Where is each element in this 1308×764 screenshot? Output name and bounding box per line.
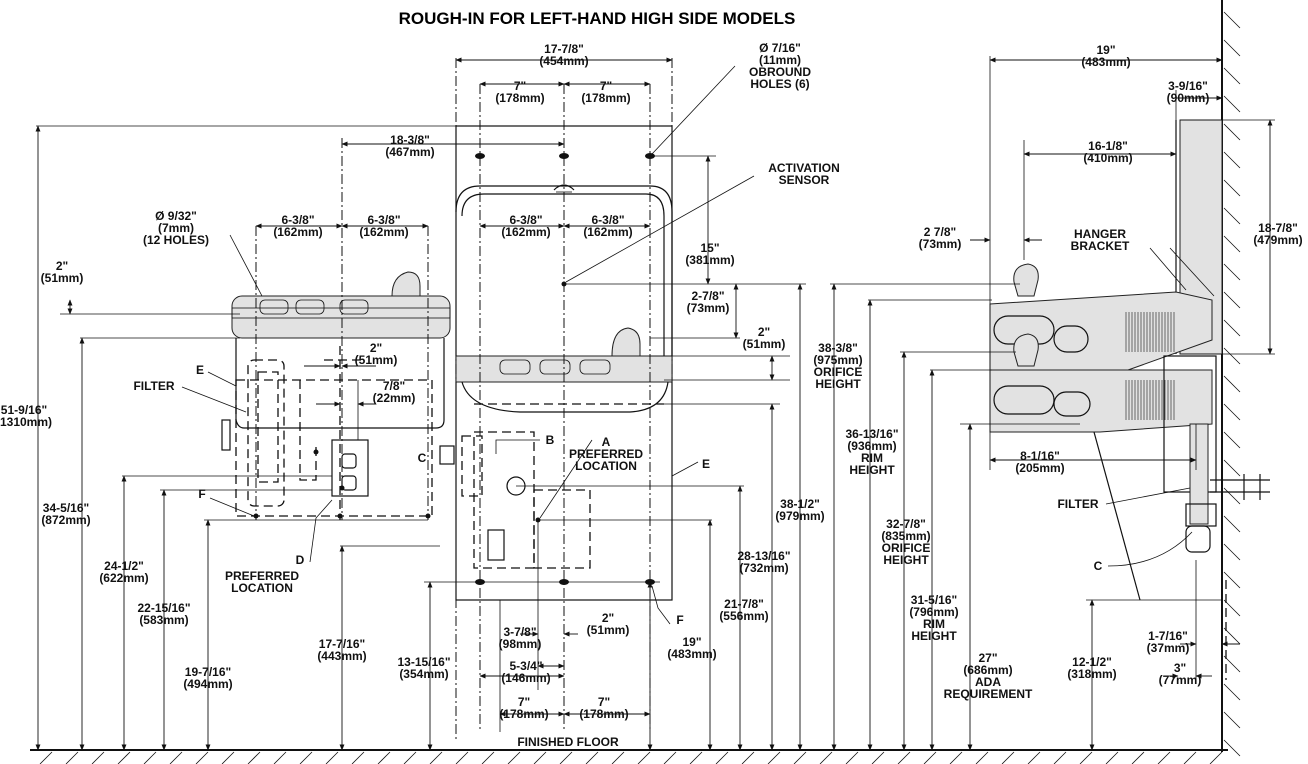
label-s278: 2 7/8"(73mm) <box>919 225 962 251</box>
wall <box>1221 0 1241 757</box>
callout-f-right: F <box>676 613 683 627</box>
label-b19: 19"(483mm) <box>667 635 716 661</box>
label-s-filter: FILTER <box>1057 497 1098 511</box>
high-side-fountain <box>439 125 673 601</box>
label-s3: 3"(77mm) <box>1159 661 1202 687</box>
floor-hatching <box>39 751 1223 764</box>
label-b21: 21-7/8"(556mm) <box>719 597 768 623</box>
label-d221516: 22-15/16"(583mm) <box>137 601 190 627</box>
callout-e-right: E <box>702 457 710 471</box>
label-w17: 17-7/8"(454mm) <box>539 42 588 68</box>
label-l638b: 6-3/8"(162mm) <box>359 213 408 239</box>
label-r638b: 6-3/8"(162mm) <box>583 213 632 239</box>
label-h2c: 2"(51mm) <box>355 341 398 367</box>
label-r638a: 6-3/8"(162mm) <box>501 213 550 239</box>
label-b7a: 7"(178mm) <box>499 695 548 721</box>
drawing-title: ROUGH-IN FOR LEFT-HAND HIGH SIDE MODELS <box>399 9 796 28</box>
label-s3916: 3-9/16"(90mm) <box>1167 79 1210 105</box>
callout-b-front: B <box>546 433 555 447</box>
label-s1878: 18-7/8"(479mm) <box>1253 221 1302 247</box>
callout-e-left: E <box>196 363 204 377</box>
label-h15: 15"(381mm) <box>685 241 734 267</box>
label-b7b: 7"(178mm) <box>579 695 628 721</box>
label-d131516: 13-15/16"(354mm) <box>397 655 450 681</box>
label-b534: 5-3/4"(146mm) <box>501 659 550 685</box>
label-b28: 28-13/16"(732mm) <box>737 549 790 575</box>
label-w1838: 18-3/8"(467mm) <box>385 133 434 159</box>
front-dimension-lines <box>35 57 806 751</box>
label-d19716: 19-7/16"(494mm) <box>183 665 232 691</box>
side-fins <box>1125 312 1175 420</box>
label-s1212: 12-1/2"(318mm) <box>1067 655 1116 681</box>
callout-filter: FILTER <box>133 379 174 393</box>
label-h2l: 2"(51mm) <box>41 259 84 285</box>
finished-floor-label: FINISHED FLOOR <box>517 735 619 749</box>
label-d17716: 17-7/16"(443mm) <box>317 637 366 663</box>
finished-floor: FINISHED FLOOR <box>30 735 1228 764</box>
side-view-fountain <box>989 119 1270 680</box>
callout-d-left: D <box>296 553 305 567</box>
label-b378: 3-7/8"(98mm) <box>499 625 542 651</box>
label-d34516: 34-5/16"(872mm) <box>41 501 90 527</box>
label-s1716: 1-7/16"(37mm) <box>1147 629 1190 655</box>
label-b3812: 38-1/2"(979mm) <box>775 497 824 523</box>
label-l638a: 6-3/8"(162mm) <box>273 213 322 239</box>
label-hole932: Ø 9/32"(7mm)(12 HOLES) <box>143 209 209 247</box>
label-h2r: 2"(51mm) <box>743 325 786 351</box>
label-d2412: 24-1/2"(622mm) <box>99 559 148 585</box>
front-labels: 17-7/8"(454mm) 7"(178mm) 7"(178mm) Ø 7/1… <box>0 41 840 721</box>
label-h278: 2-7/8"(73mm) <box>687 289 730 315</box>
label-d5116: 51-9/16"(1310mm) <box>0 403 52 429</box>
label-w7a: 7"(178mm) <box>495 79 544 105</box>
label-s-c: C <box>1094 559 1103 573</box>
label-w7b: 7"(178mm) <box>581 79 630 105</box>
label-s1618: 16-1/8"(410mm) <box>1083 139 1132 165</box>
label-s8116: 8-1/16"(205mm) <box>1015 449 1064 475</box>
side-labels: 19"(483mm) 3-9/16"(90mm) 16-1/8"(410mm) … <box>813 43 1302 701</box>
low-side-fountain <box>221 271 451 520</box>
side-dimension-lines <box>830 56 1275 751</box>
wall-hatching <box>1223 11 1241 757</box>
label-s19: 19"(483mm) <box>1081 43 1130 69</box>
callout-c-front: C <box>418 451 427 465</box>
label-h78: 7/8"(22mm) <box>373 379 416 405</box>
callout-f-left: F <box>198 487 205 501</box>
label-b2: 2"(51mm) <box>587 611 630 637</box>
